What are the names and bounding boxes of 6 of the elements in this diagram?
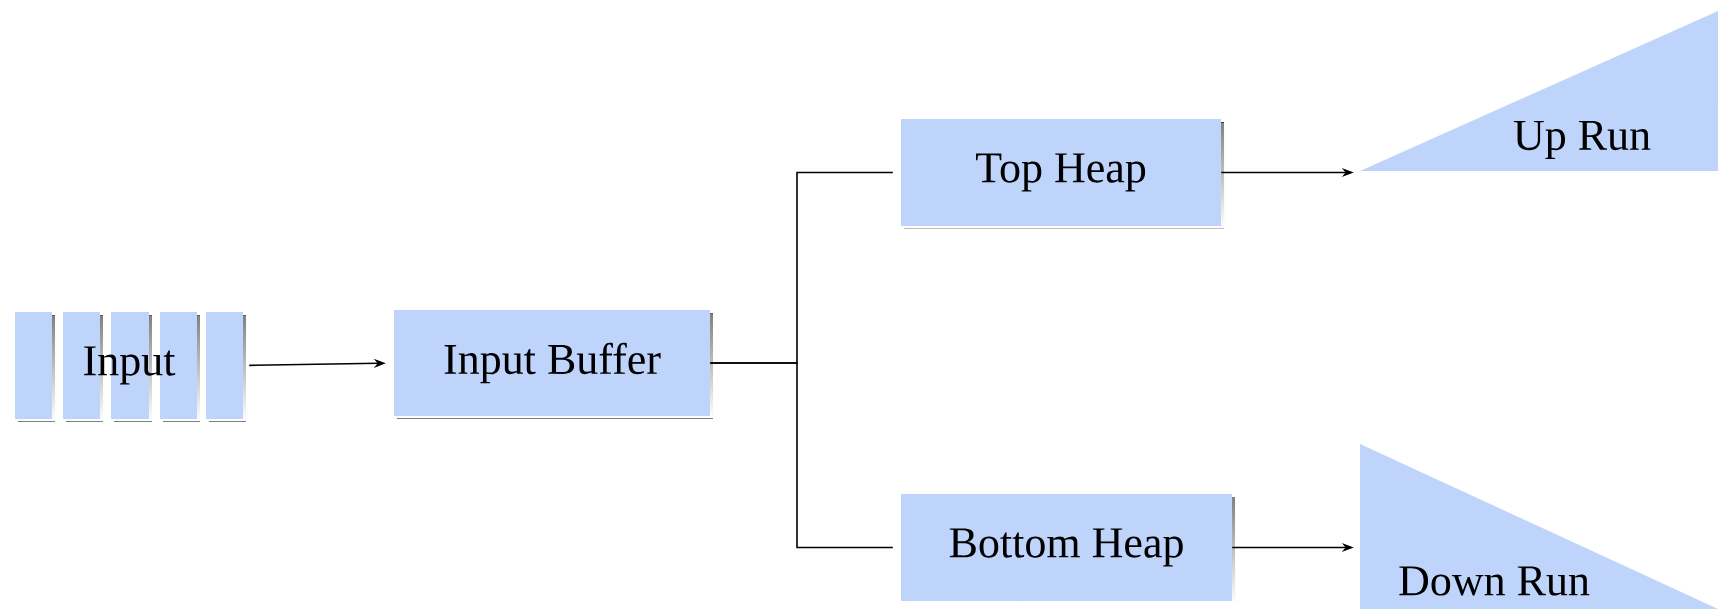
run-triangle: Up Run [1360,11,1718,171]
input-block: Input [15,312,246,422]
process-box: Top Heap [901,119,1224,229]
run-triangle: Down Run [1360,444,1718,609]
process-box: Bottom Heap [901,494,1235,604]
process-box: Input Buffer [394,310,713,419]
